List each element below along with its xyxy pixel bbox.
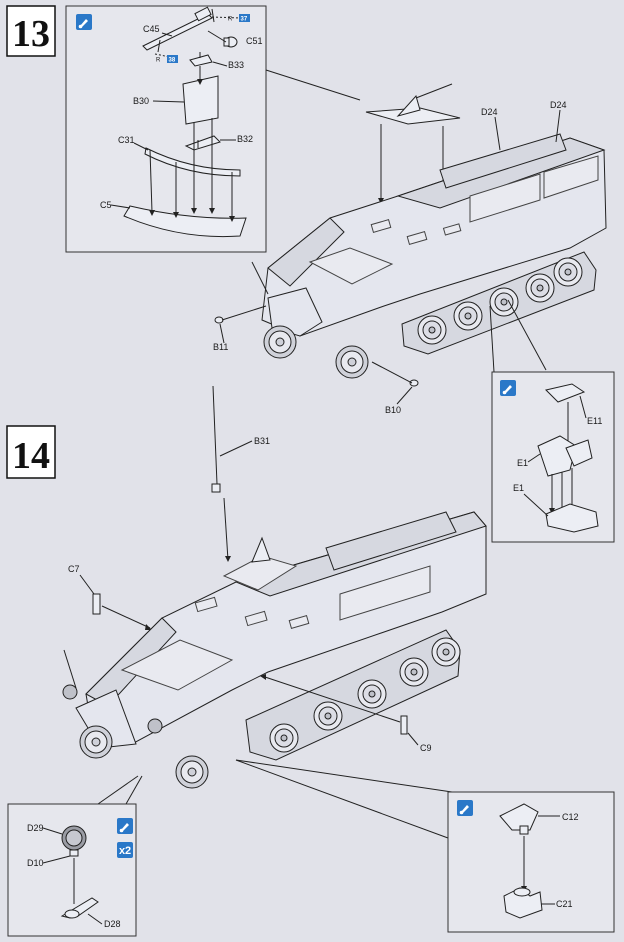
part-c51: [223, 36, 238, 48]
label-b33: B33: [228, 60, 244, 70]
mini-tag-38-text: 38: [169, 58, 176, 64]
step-number: 13: [12, 13, 50, 55]
halftrack-14: [62, 511, 487, 789]
part-b31: [211, 385, 231, 562]
multiplier-count: 2: [125, 845, 131, 857]
halftrack-13: [214, 83, 607, 387]
mini-tag-38: [167, 55, 178, 63]
part-b30: [182, 75, 219, 125]
e-parts: E11 E1 E1: [513, 383, 602, 533]
label-e1-lower: E1: [513, 483, 524, 493]
label-b31: B31: [254, 436, 270, 446]
label-c21: C21: [556, 899, 573, 909]
part-c9: [400, 715, 408, 735]
label-c45: C45: [143, 24, 160, 34]
step-number: 14: [12, 435, 50, 477]
label-b30: B30: [133, 96, 149, 106]
label-c12: C12: [562, 812, 579, 822]
label-d24-left: D24: [481, 107, 498, 117]
label-d29: D29: [27, 823, 44, 833]
part-c7: [92, 593, 101, 615]
label-d10: D10: [27, 858, 44, 868]
part-b33: [189, 54, 213, 67]
label-c9: C9: [420, 743, 432, 753]
multiplier-badge: [117, 842, 133, 858]
cement-icon: [457, 800, 473, 816]
machine-gun-c45: [142, 6, 241, 53]
svg-text:x: x: [119, 845, 126, 857]
label-b10: B10: [385, 405, 401, 415]
mini-tag-37: [239, 14, 250, 22]
step-13: 13 C45 37 R 38 R C51 B33: [6, 5, 615, 543]
part-c5: [123, 205, 247, 238]
cement-icon: [500, 380, 516, 396]
label-c51: C51: [246, 36, 263, 46]
label-e1-upper: E1: [517, 458, 528, 468]
label-d28: D28: [104, 919, 121, 929]
headlight-parts: [60, 825, 99, 919]
label-d24-right: D24: [550, 100, 567, 110]
step-number-box: [6, 5, 56, 57]
step-14: 14 B31 C7: [6, 385, 615, 937]
assembly-arrows-13: [149, 66, 235, 222]
label-b11: B11: [213, 342, 228, 352]
label-e11: E11: [587, 416, 602, 426]
label-c7: C7: [68, 564, 80, 574]
svg-text:R: R: [156, 58, 161, 64]
label-c5: C5: [100, 200, 112, 210]
svg-text:R: R: [228, 17, 233, 23]
c-parts: [499, 803, 543, 919]
label-b32: B32: [237, 134, 253, 144]
label-c31: C31: [118, 135, 135, 145]
mini-tag-37-text: 37: [241, 17, 248, 23]
step-number-box: [6, 425, 56, 479]
cement-icon: [76, 14, 92, 30]
part-c31: [144, 147, 241, 177]
cement-icon: [117, 818, 133, 834]
